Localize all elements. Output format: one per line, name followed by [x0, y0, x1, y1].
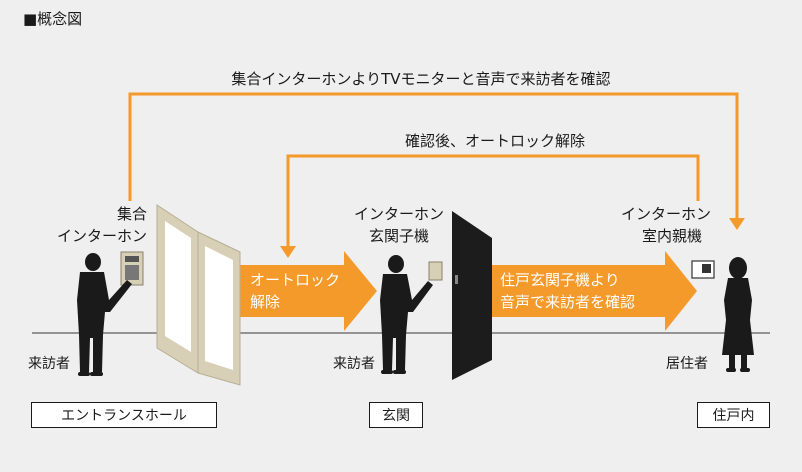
entrance-intercom-device	[120, 251, 144, 286]
resident-figure	[722, 257, 754, 372]
indoor-intercom-label-1: インターホン	[620, 205, 712, 223]
entrance-intercom-label-2: インターホン	[56, 227, 148, 245]
location-inside-unit: 住戸内	[697, 402, 770, 428]
visitor-entrance-label: 来訪者	[28, 356, 70, 372]
top-path-arrowhead	[729, 218, 745, 230]
arrow-autolock	[238, 251, 377, 331]
door-intercom-label-1: インターホン	[353, 205, 445, 223]
front-door	[452, 211, 492, 380]
entrance-intercom-label-1: 集合	[116, 205, 148, 223]
location-front-door: 玄関	[369, 402, 423, 428]
arrow-door-label-2: 音声で来訪者を確認	[500, 293, 636, 311]
indoor-monitor-device	[691, 260, 715, 279]
door-intercom-device	[428, 261, 443, 281]
arrow-door-label-1: 住戸玄関子機より	[500, 271, 620, 289]
entrance-doors	[156, 204, 241, 386]
mid-path-label: 確認後、オートロック解除	[404, 132, 586, 150]
mid-path-line	[286, 154, 700, 248]
resident-label: 居住者	[666, 356, 708, 372]
arrow-door-confirm	[490, 251, 697, 331]
diagram-title: ■概念図	[23, 10, 83, 28]
arrow-autolock-label-2: 解除	[250, 293, 281, 311]
top-path-line	[128, 92, 739, 220]
mid-path-arrowhead	[280, 246, 296, 258]
visitor-door-figure	[380, 255, 433, 374]
arrow-autolock-label-1: オートロック	[250, 271, 341, 289]
visitor-entrance-figure	[77, 253, 132, 376]
visitor-door-label: 来訪者	[333, 356, 375, 372]
location-entrance-hall: エントランスホール	[31, 402, 217, 428]
top-path-label: 集合インターホンよりTVモニターと音声で来訪者を確認	[231, 70, 611, 88]
door-intercom-label-2: 玄関子機	[368, 227, 430, 245]
indoor-intercom-label-2: 室内親機	[641, 227, 703, 245]
